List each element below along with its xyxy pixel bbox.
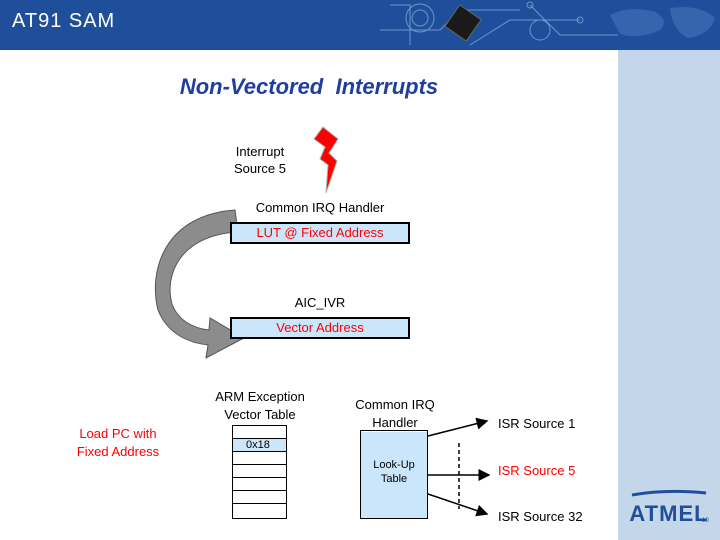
common-irq-handler-label: Common IRQ Handler (255, 200, 385, 215)
vector-table: 0x18 (232, 425, 287, 519)
lookup-table-label: Look-Up Table (361, 458, 427, 486)
slide-title: Non-Vectored Interrupts (179, 74, 439, 99)
load-pc-line-2: Fixed Address (76, 444, 160, 459)
vector-table-row-0x18: 0x18 (232, 438, 287, 452)
interrupt-source-line-2: Source 5 (233, 161, 287, 176)
arm-exception-line-2: Vector Table (224, 407, 296, 422)
page-number: 10 (702, 518, 709, 524)
arrow-to-isr-32 (427, 493, 489, 517)
isr-source-32: ISR Source 32 (498, 509, 583, 524)
isr-arrows (427, 417, 491, 517)
isr-source-5: ISR Source 5 (498, 463, 576, 478)
common-irq-handler-title: Common IRQ Handler (340, 396, 450, 432)
world-map-graphic (610, 7, 715, 39)
vector-table-row (232, 477, 287, 491)
interrupt-source-line-1: Interrupt (235, 144, 285, 159)
common-irq-line-1: Common IRQ (355, 397, 435, 412)
lookup-table-top-stripe (361, 431, 427, 432)
isr-source-1: ISR Source 1 (498, 416, 576, 431)
interrupt-source-label: Interrupt Source 5 (226, 143, 294, 177)
circuit-pattern-graphic (380, 1, 618, 46)
arrow-to-isr-1 (427, 417, 489, 437)
vector-table-row (232, 464, 287, 478)
chip-icon (444, 4, 482, 42)
curved-arrow-graphic (154, 209, 246, 359)
atmel-logo: ATMEL (629, 489, 708, 526)
lookup-table-line-1: Look-Up (373, 459, 415, 471)
svg-text:ATMEL: ATMEL (629, 501, 708, 526)
lookup-table-box: Look-Up Table (360, 430, 428, 519)
lightning-bolt-icon (313, 126, 339, 194)
load-pc-line-1: Load PC with (79, 426, 157, 441)
header-band: AT91 SAM (0, 0, 720, 50)
vector-table-row (232, 490, 287, 504)
header-title: AT91 SAM (12, 10, 116, 32)
vector-address-box: Vector Address (230, 317, 410, 339)
vector-entry-label: 0x18 (246, 439, 270, 451)
vector-table-row (232, 503, 287, 519)
arm-exception-line-1: ARM Exception (215, 389, 305, 404)
vector-table-row (232, 425, 287, 439)
lut-fixed-address-box: LUT @ Fixed Address (230, 222, 410, 244)
aic-ivr-label: AIC_IVR (294, 295, 346, 310)
arm-exception-vector-table-title: ARM Exception Vector Table (198, 388, 322, 424)
common-irq-line-2: Handler (372, 415, 418, 430)
lookup-table-line-2: Table (380, 473, 408, 485)
sidebar-panel (618, 50, 720, 540)
vector-table-row (232, 451, 287, 465)
load-pc-label: Load PC with Fixed Address (62, 425, 174, 461)
